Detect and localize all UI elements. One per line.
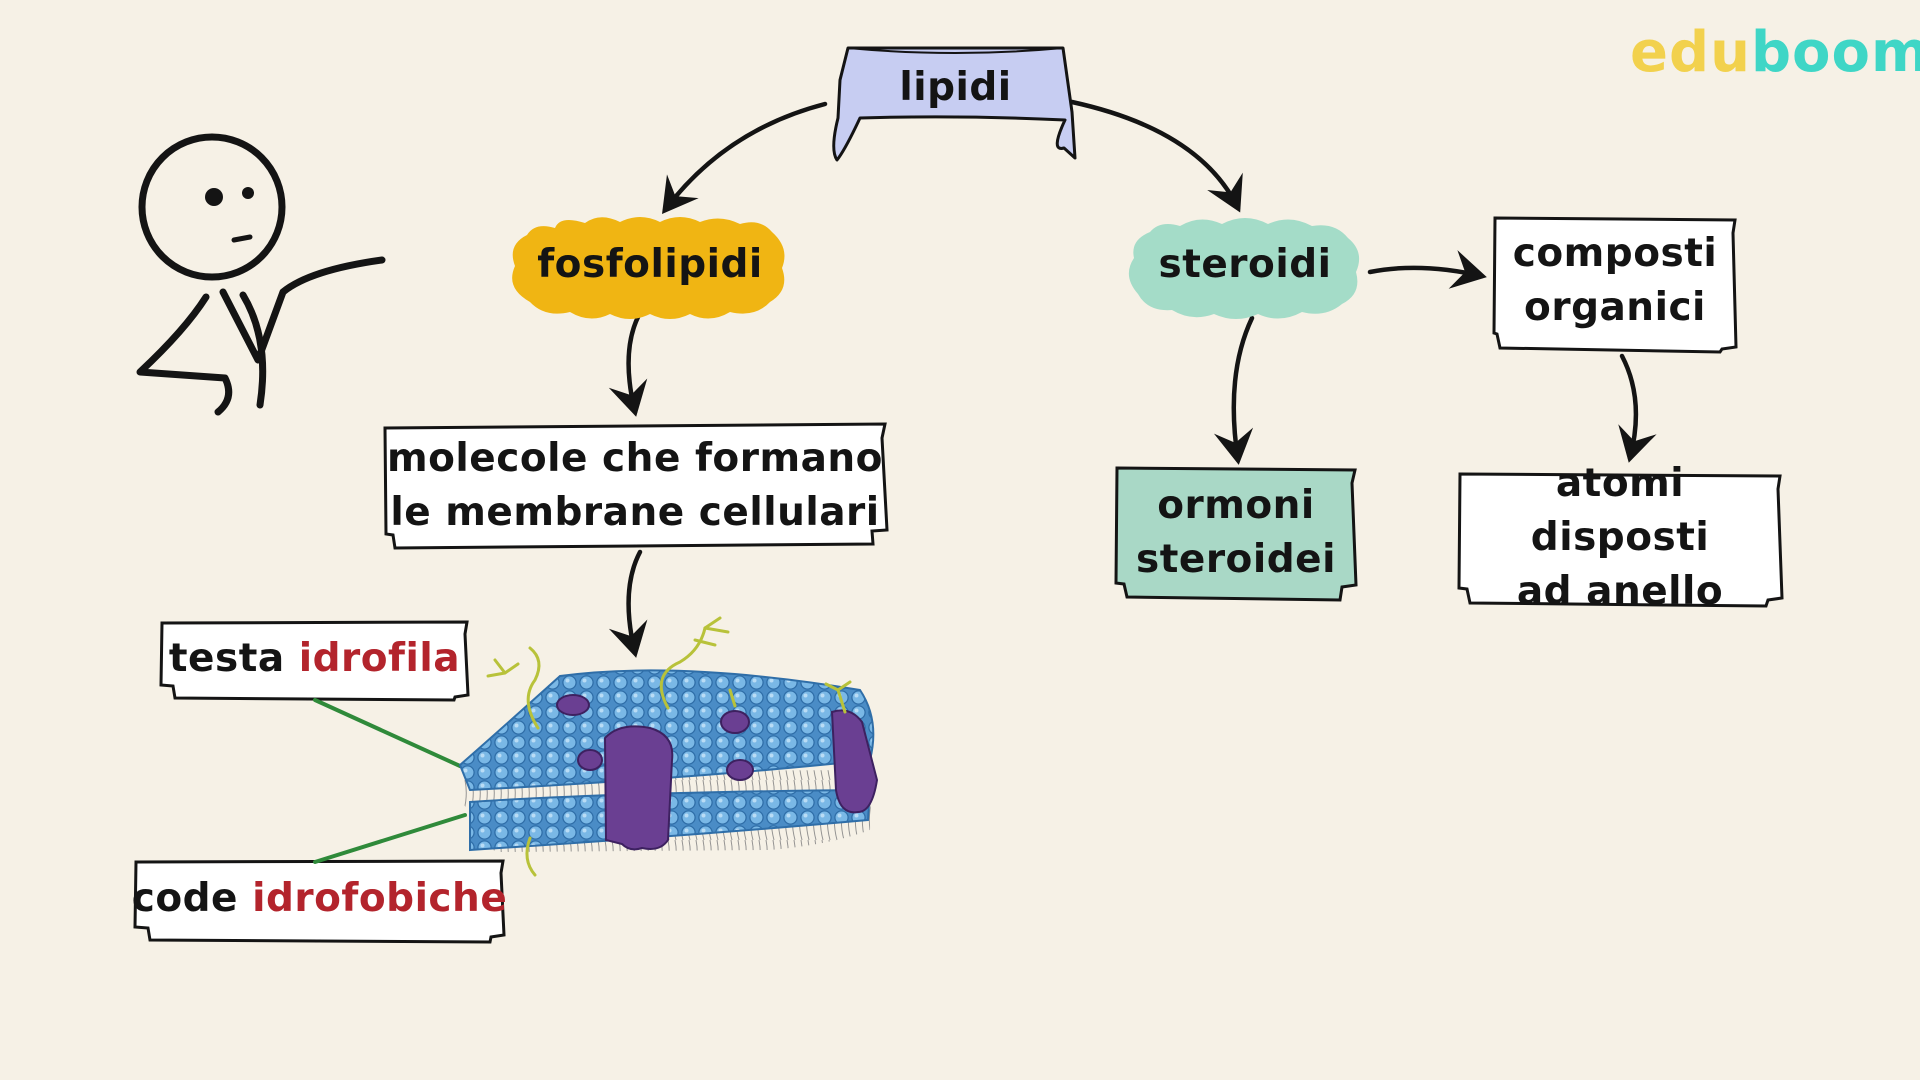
lipidi-node: lipidi <box>848 62 1063 114</box>
arrow-lipidi-to-fosfolipidi <box>662 101 828 214</box>
molecole-line-1: molecole che formano <box>387 436 883 481</box>
steroidi-label: steroidi <box>1158 242 1332 287</box>
idrofobiche-label: idrofobiche <box>252 876 508 921</box>
ormoni-line-1: ormoni <box>1157 483 1315 528</box>
protein-channel-1 <box>603 725 674 851</box>
protein-channel-2 <box>830 709 879 814</box>
figure-body <box>239 291 267 409</box>
figure-eye-left <box>205 188 223 206</box>
protein-small-2 <box>720 710 750 734</box>
atomi-line-2: ad anello <box>1516 569 1724 614</box>
atomi-node: atomi disposti ad anello <box>1460 461 1780 614</box>
stick-figure-illustration <box>136 133 386 416</box>
molecole-line-2: le membrane cellulari <box>390 490 880 535</box>
ormoni-node: ormoni steroidei <box>1117 477 1355 589</box>
molecole-node: molecole che formano le membrane cellula… <box>385 430 885 542</box>
testa-box-shape <box>159 620 470 702</box>
steroidi-blob-shape <box>1128 218 1360 319</box>
lipidi-label: lipidi <box>899 65 1012 110</box>
logo-part-edu: edu <box>1630 20 1751 85</box>
testa-label: testa <box>168 636 285 681</box>
idrofila-label: idrofila <box>298 636 461 681</box>
fosfolipidi-blob-shape <box>512 217 785 319</box>
ormoni-line-2: steroidei <box>1136 537 1336 582</box>
membrane-leader-lines <box>313 698 467 864</box>
figure-mouth <box>231 234 253 243</box>
composti-node: composti organici <box>1495 225 1735 337</box>
cell-membrane-illustration <box>458 616 879 877</box>
composti-line-1: composti <box>1512 231 1718 276</box>
protein-small-1 <box>556 694 590 716</box>
protein-small-4 <box>726 759 754 781</box>
figure-leg <box>136 293 233 416</box>
composti-line-2: organici <box>1524 285 1706 330</box>
steroidi-node: steroidi <box>1135 238 1355 292</box>
atomi-box-shape <box>1457 472 1784 608</box>
map-arrows <box>608 99 1657 658</box>
code-box-shape <box>133 859 506 944</box>
arrow-molecole-to-membrane <box>608 549 648 658</box>
eduboom-logo: eduboom <box>1630 20 1920 85</box>
code-idrofobiche-node: code idrofobiche <box>132 870 507 928</box>
composti-box-shape <box>1492 216 1738 354</box>
atomi-line-1: atomi disposti <box>1530 461 1710 560</box>
leader-line-tail <box>313 813 467 864</box>
glycolipid-chains <box>486 616 852 877</box>
code-label: code <box>131 876 238 921</box>
molecole-box-shape <box>383 422 889 550</box>
figure-arm <box>219 256 386 364</box>
fosfolipidi-label: fosfolipidi <box>537 242 763 287</box>
arrow-steroidi-to-ormoni <box>1213 315 1255 465</box>
logo-part-boom: boom <box>1750 20 1920 85</box>
lipidi-banner-shape <box>832 46 1077 162</box>
leader-line-head <box>313 698 462 768</box>
arrow-steroidi-to-composti <box>1367 250 1487 289</box>
arrow-fosfolipidi-to-molecole <box>608 310 648 417</box>
ormoni-box-shape <box>1114 466 1358 602</box>
arrow-lipidi-to-steroidi <box>1069 99 1243 213</box>
arrow-composti-to-atomi <box>1618 353 1657 463</box>
testa-idrofila-node: testa idrofila <box>162 630 467 688</box>
protein-small-3 <box>577 749 603 771</box>
figure-eye-right <box>242 187 254 199</box>
fosfolipidi-node: fosfolipidi <box>515 238 785 292</box>
membrane-proteins <box>556 694 879 851</box>
figure-head <box>138 133 286 281</box>
